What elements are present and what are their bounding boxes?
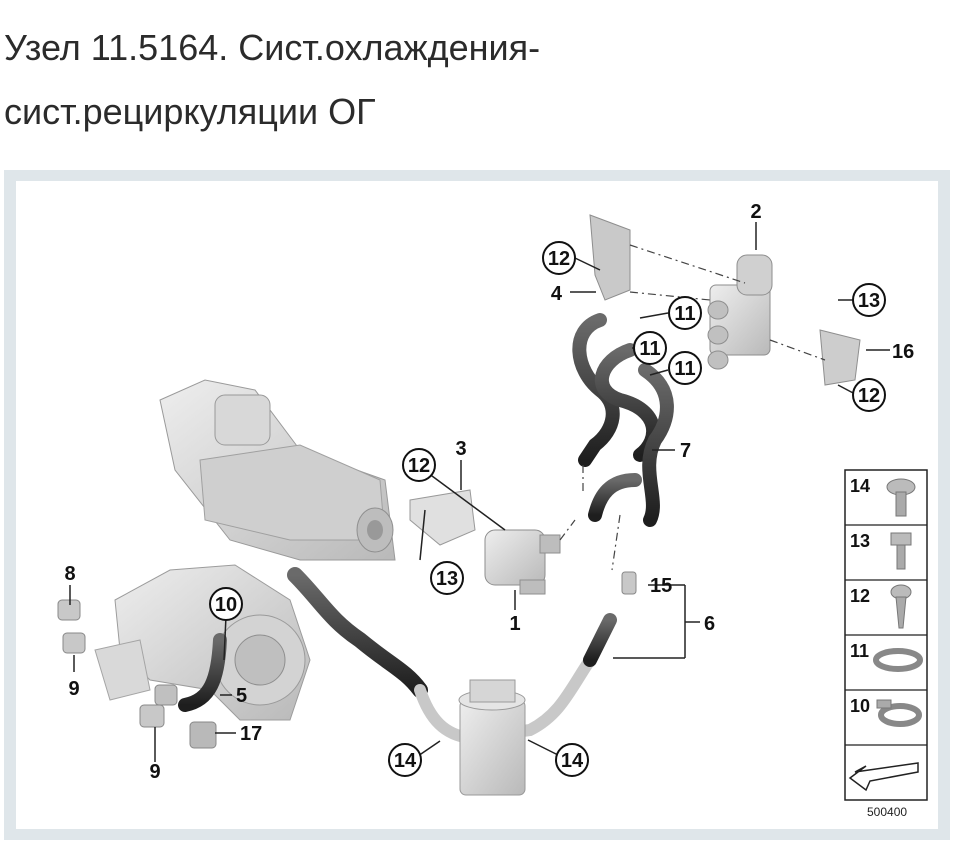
washer-screw-icon — [886, 478, 916, 517]
page-title-line-2: сист.рециркуляции ОГ — [4, 91, 376, 132]
legend-item-13: 13 — [850, 531, 870, 551]
callout-12: 12 — [548, 248, 570, 270]
water-pump-illustration — [484, 529, 561, 595]
callout-9: 9 — [149, 761, 160, 783]
hex-bolt-icon — [890, 532, 912, 570]
hose-main-illustration — [287, 567, 428, 698]
callout-8: 8 — [64, 563, 75, 585]
filter-housing-illustration — [458, 679, 526, 796]
bracket-4-illustration — [589, 214, 631, 301]
callout-3: 3 — [455, 438, 466, 460]
hose-6-illustration — [583, 613, 617, 667]
legend-item-11: 11 — [850, 641, 869, 661]
diagram-code: 500400 — [867, 805, 907, 819]
bracket-3-illustration — [409, 489, 476, 546]
screw-icon — [890, 584, 912, 629]
callout-circles — [209, 241, 886, 777]
callout-13: 13 — [858, 290, 880, 312]
callout-2: 2 — [750, 201, 761, 223]
callout-11: 11 — [674, 303, 695, 325]
callout-10: 10 — [215, 594, 237, 616]
callout-17: 17 — [240, 723, 262, 745]
callout-15: 15 — [650, 575, 672, 597]
callout-16: 16 — [892, 341, 914, 363]
clamp-parts-illustration — [57, 571, 637, 749]
lower-housing-illustration — [94, 564, 311, 721]
egr-cooler-illustration — [159, 379, 396, 561]
legend-item-14: 14 — [850, 476, 870, 496]
callout-5: 5 — [236, 685, 247, 707]
fastener-legend: 14 13 12 11 10 — [844, 469, 928, 801]
callout-14: 14 — [561, 750, 584, 772]
metal-pipe-illustration — [414, 654, 596, 745]
valve-2-illustration — [707, 254, 773, 370]
hose-5-illustration — [178, 633, 227, 712]
callout-12: 12 — [408, 455, 430, 477]
callout-9: 9 — [68, 678, 79, 700]
spring-clamp-icon — [876, 699, 922, 727]
alignment-lines — [559, 244, 826, 571]
callout-1: 1 — [509, 613, 520, 635]
callout-11: 11 — [639, 338, 660, 360]
hose-7-illustration — [572, 313, 674, 527]
callout-14: 14 — [394, 750, 417, 772]
callout-13: 13 — [436, 568, 458, 590]
direction-arrow-icon — [848, 762, 919, 792]
page-title-line-1: Узел 11.5164. Сист.охлаждения- — [4, 27, 541, 68]
bracket-16-illustration — [819, 329, 861, 386]
legend-item-12: 12 — [850, 586, 870, 606]
callout-12: 12 — [858, 385, 880, 407]
hose-clamp-icon — [873, 648, 923, 672]
callout-4: 4 — [551, 283, 563, 305]
callout-11: 11 — [674, 358, 695, 380]
legend-item-10: 10 — [850, 696, 870, 716]
callout-6: 6 — [704, 613, 715, 635]
callout-7: 7 — [680, 440, 691, 462]
